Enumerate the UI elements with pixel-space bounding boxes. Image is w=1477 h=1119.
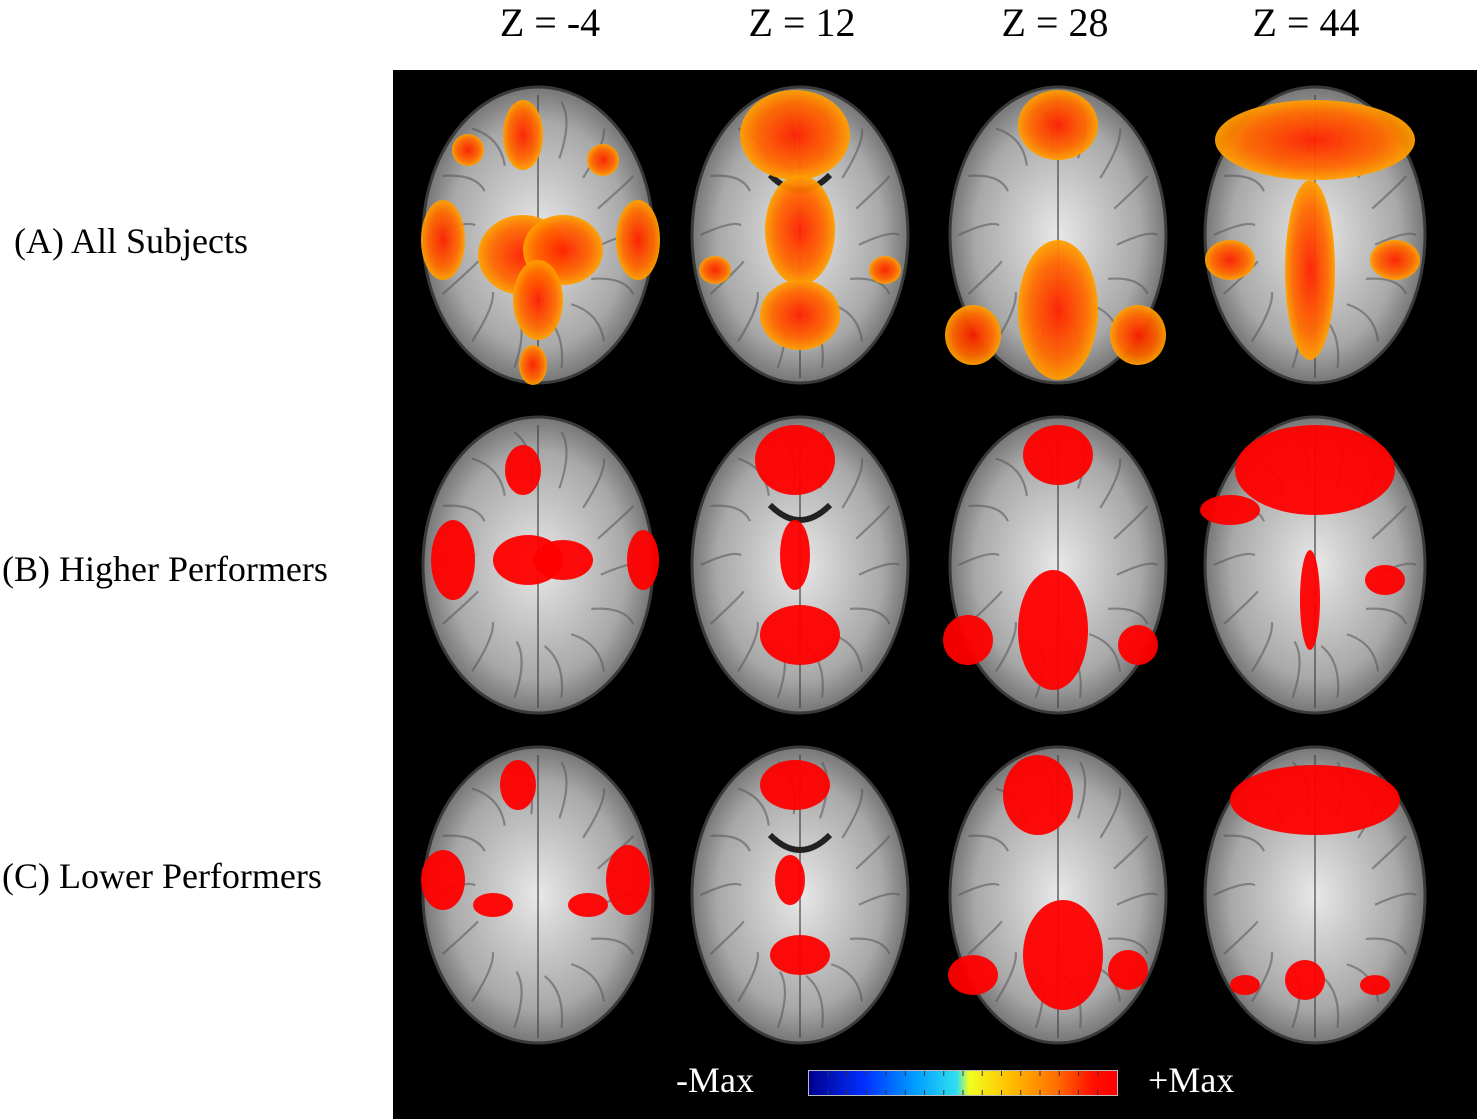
activation-cluster bbox=[473, 893, 513, 917]
activation-cluster bbox=[1023, 425, 1093, 485]
colorbar-min-label: -Max bbox=[676, 1060, 754, 1100]
activation-cluster bbox=[765, 175, 835, 285]
activation-cluster bbox=[1230, 765, 1400, 835]
row-label-lower-performers: (C) Lower Performers bbox=[2, 856, 322, 896]
activation-cluster bbox=[606, 845, 650, 915]
activation-cluster bbox=[587, 144, 619, 176]
activation-cluster bbox=[500, 760, 536, 810]
brain-slice-lower-performers-z-minus-4 bbox=[413, 740, 663, 1055]
brain-slice-panel bbox=[393, 70, 1477, 1119]
activation-cluster bbox=[1285, 180, 1335, 360]
activation-cluster bbox=[770, 935, 830, 975]
brain-slice-all-subjects-z-minus-4 bbox=[413, 80, 663, 395]
activation-cluster bbox=[1118, 625, 1158, 665]
brain-slice-higher-performers-z-minus-4 bbox=[413, 410, 663, 725]
colorbar-max-label: +Max bbox=[1148, 1060, 1235, 1100]
activation-cluster bbox=[755, 425, 835, 495]
activation-cluster bbox=[1018, 90, 1098, 160]
activation-cluster bbox=[1023, 900, 1103, 1010]
activation-cluster bbox=[1230, 975, 1260, 995]
brain-slice-lower-performers-z-28 bbox=[933, 740, 1183, 1055]
activation-cluster bbox=[1018, 240, 1098, 380]
activation-cluster bbox=[1110, 305, 1166, 365]
activation-cluster bbox=[1108, 950, 1148, 990]
activation-cluster bbox=[452, 134, 484, 166]
activation-cluster bbox=[760, 760, 830, 810]
brain-slice-lower-performers-z-44 bbox=[1190, 740, 1440, 1055]
brain-slice-higher-performers-z-44 bbox=[1190, 410, 1440, 725]
activation-cluster bbox=[1200, 495, 1260, 525]
activation-cluster bbox=[1300, 550, 1320, 650]
activation-cluster bbox=[945, 305, 1001, 365]
activation-cluster bbox=[505, 445, 541, 495]
activation-cluster bbox=[1003, 755, 1073, 835]
brain-slice-all-subjects-z-44 bbox=[1190, 80, 1440, 395]
activation-cluster bbox=[616, 200, 660, 280]
brain-slice-higher-performers-z-12 bbox=[675, 410, 925, 725]
column-label-z-28: Z = 28 bbox=[1001, 0, 1109, 45]
activation-cluster bbox=[1205, 240, 1255, 280]
activation-cluster bbox=[1365, 565, 1405, 595]
activation-cluster bbox=[519, 345, 547, 385]
activation-cluster bbox=[1235, 425, 1395, 515]
brain-slice-all-subjects-z-28 bbox=[933, 80, 1183, 395]
activation-cluster bbox=[503, 100, 543, 170]
activation-cluster bbox=[533, 540, 593, 580]
activation-cluster bbox=[431, 520, 475, 600]
activation-cluster bbox=[1018, 570, 1088, 690]
activation-cluster bbox=[627, 530, 659, 590]
activation-cluster bbox=[943, 615, 993, 665]
brain-slice-lower-performers-z-12 bbox=[675, 740, 925, 1055]
activation-cluster bbox=[421, 200, 465, 280]
activation-cluster bbox=[568, 893, 608, 917]
activation-cluster bbox=[513, 260, 563, 340]
activation-cluster bbox=[775, 855, 805, 905]
activation-cluster bbox=[780, 520, 810, 590]
activation-cluster bbox=[869, 256, 901, 284]
activation-cluster bbox=[760, 605, 840, 665]
activation-cluster bbox=[1215, 100, 1415, 180]
activation-cluster bbox=[740, 90, 850, 180]
column-label-z-12: Z = 12 bbox=[748, 0, 856, 45]
activation-cluster bbox=[760, 280, 840, 350]
activation-cluster bbox=[1360, 975, 1390, 995]
column-label-z-44: Z = 44 bbox=[1252, 0, 1360, 45]
brain-slice-higher-performers-z-28 bbox=[933, 410, 1183, 725]
activation-cluster bbox=[699, 256, 731, 284]
row-label-higher-performers: (B) Higher Performers bbox=[2, 549, 328, 589]
activation-cluster bbox=[421, 850, 465, 910]
brain-slice-all-subjects-z-12 bbox=[675, 80, 925, 395]
activation-cluster bbox=[1285, 960, 1325, 1000]
activation-cluster bbox=[1370, 240, 1420, 280]
activation-cluster bbox=[948, 955, 998, 995]
column-label-z-minus-4: Z = -4 bbox=[499, 0, 601, 45]
row-label-all-subjects: (A) All Subjects bbox=[14, 221, 248, 261]
colorbar-ticks bbox=[827, 1071, 1099, 1095]
